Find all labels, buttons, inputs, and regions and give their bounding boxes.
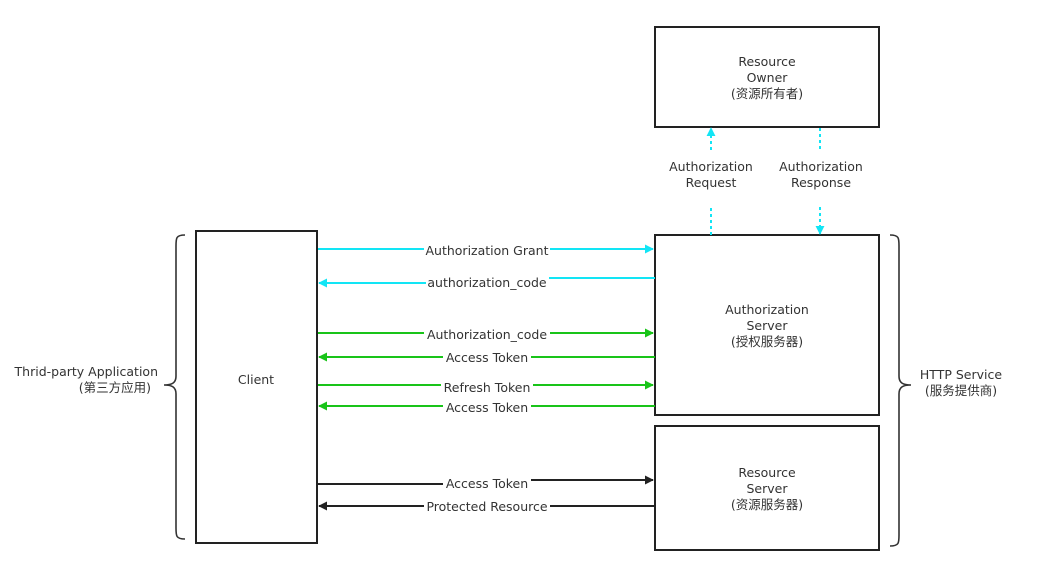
- access-token-1-label: Access Token: [446, 350, 528, 365]
- client-label: Client: [238, 372, 274, 387]
- resource-server-label-line3: (资源服务器): [731, 497, 803, 512]
- access-token-1-label-bg: [443, 351, 531, 365]
- http-service-label-line1: HTTP Service: [920, 367, 1002, 382]
- resource-owner-label-line2: Owner: [747, 70, 789, 85]
- resource-server-label-line2: Server: [747, 481, 789, 496]
- authorization-response-label-line1: Authorization: [779, 159, 863, 174]
- resource-owner-label-line1: Resource: [738, 54, 796, 69]
- authorization-response-label-line2: Response: [791, 175, 851, 190]
- authorization-code-return-label: authorization_code: [427, 275, 547, 290]
- resource-server-box: [654, 425, 880, 551]
- client-box: [195, 230, 318, 544]
- authorization-code-send-label: Authorization_code: [427, 327, 547, 342]
- refresh-token-label: Refresh Token: [444, 380, 531, 395]
- resource-server-label-line1: Resource: [738, 465, 796, 480]
- authorization-server-label-line2: Server: [747, 318, 789, 333]
- authorization-code-send-label-bg: [424, 327, 550, 341]
- authorization-server-label-line3: (授权服务器): [731, 334, 803, 349]
- authorization-request-label-line2: Request: [686, 175, 737, 190]
- access-token-3-label: Access Token: [446, 476, 528, 491]
- authorization-code-return-label-bg: [426, 276, 549, 290]
- authorization-server-label-line1: Authorization: [725, 302, 809, 317]
- access-token-2-label-bg: [443, 400, 531, 414]
- third-party-label-line1: Thrid-party Application: [14, 364, 158, 379]
- protected-resource-label-bg: [424, 500, 550, 514]
- authorization-server-box: [654, 234, 880, 416]
- access-token-3-label-bg: [443, 476, 531, 490]
- refresh-token-label-bg: [441, 380, 533, 394]
- right-group-brace: [889, 234, 912, 547]
- resource-owner-box: [654, 26, 880, 128]
- http-service-label-line2: (服务提供商): [925, 383, 997, 398]
- resource-owner-label-line3: (资源所有者): [731, 86, 803, 101]
- authorization-grant-label-bg: [424, 243, 550, 257]
- access-token-2-label: Access Token: [446, 400, 528, 415]
- authorization-request-label-line1: Authorization: [669, 159, 753, 174]
- protected-resource-label: Protected Resource: [426, 499, 547, 514]
- third-party-label-line2: (第三方应用): [79, 380, 151, 395]
- left-group-brace: [163, 234, 186, 540]
- authorization-grant-label: Authorization Grant: [425, 243, 548, 258]
